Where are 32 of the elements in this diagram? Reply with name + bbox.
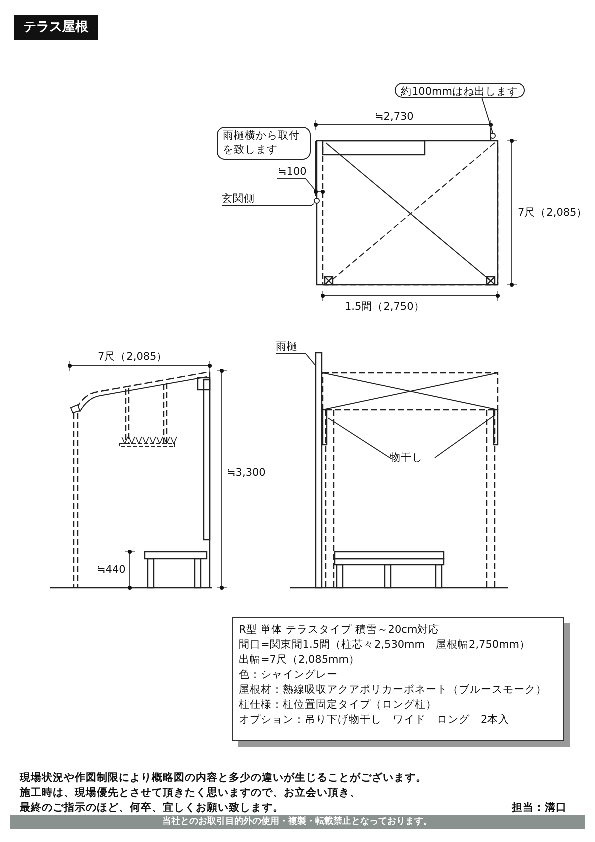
callout-box: 雨樋横から取付を致します	[217, 127, 311, 160]
spec-text: 出幅=7尺（2,085mm）	[239, 654, 360, 667]
spec-text: 色：シャイングレー	[239, 669, 338, 682]
leader-line	[276, 354, 316, 366]
staff-name: 担当：溝口	[512, 801, 567, 815]
note-text: 現場状況や作図制限により概略図の内容と多少の違いが生じることがございます。	[20, 771, 427, 785]
gutter-circle	[314, 198, 320, 204]
copyright-bar: 当社とのお取引目的外の使用・複製・転載禁止となっております。	[10, 815, 585, 829]
dimension-text: ≒2,730	[375, 110, 414, 124]
dimension-text: ≒100	[278, 165, 307, 179]
spec-text: オプション：吊り下げ物干し ワイド ロング 2本入	[239, 714, 510, 727]
note-text: 施工時は、現場優先とさせて頂きたく思いますので、お立会い頂き、	[20, 786, 361, 800]
leader-line	[482, 98, 494, 134]
dimension-text: 7尺（2,085）	[518, 206, 588, 220]
title-text: テラス屋根	[14, 15, 98, 40]
dimension-text: ≒3,300	[227, 466, 266, 480]
leader-line	[222, 204, 314, 206]
dimension-text: 7尺（2,085）	[98, 350, 168, 364]
leader-line	[328, 418, 390, 458]
callout-text: 雨樋	[276, 340, 306, 354]
callout-text: 物干し	[390, 451, 435, 465]
callout-box: 約100mmはね出します	[395, 83, 525, 98]
spec-text: 屋根材：熱線吸収アクアポリカーボネート（ブルースモーク）	[239, 684, 547, 697]
leader-line	[434, 416, 494, 458]
callout-text: 玄関側	[222, 192, 260, 206]
spec-text: 柱仕様：柱位置固定タイプ（ロング柱）	[239, 699, 437, 712]
dimension-text: ≒440	[97, 563, 126, 577]
gutter-circle	[490, 133, 496, 139]
note-text: 最終のご指示のほど、何卒、宜しくお願い致します。	[20, 801, 284, 815]
spec-text: 間口=関東間1.5間（柱芯々2,530mm 屋根幅2,750mm）	[239, 639, 531, 652]
spec-text: R型 単体 テラスタイプ 積雪～20cm対応	[239, 624, 440, 637]
dimension-text: 1.5間（2,750）	[345, 300, 425, 314]
